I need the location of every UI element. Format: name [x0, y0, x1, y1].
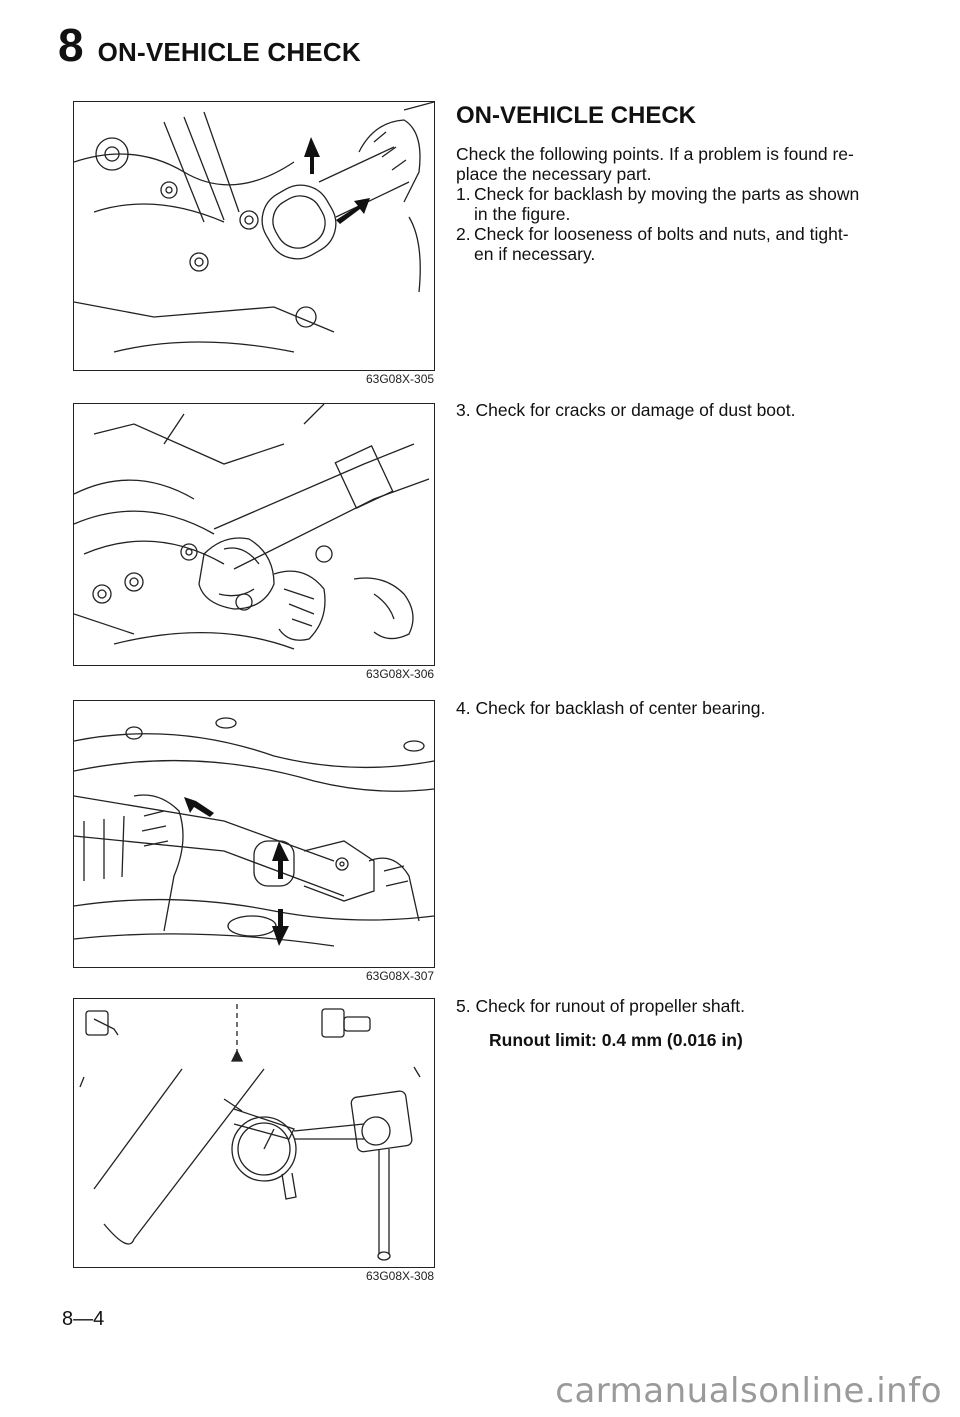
- step-text: Check for cracks or damage of dust boot.: [475, 400, 796, 420]
- step-1: 1.Check for backlash by moving the parts…: [456, 184, 886, 224]
- step-text: Check for backlash by moving the parts a…: [474, 184, 860, 204]
- runout-limit-spec: Runout limit: 0.4 mm (0.016 in): [489, 1030, 743, 1050]
- step-number: 5.: [456, 996, 471, 1016]
- step-2: 2.Check for looseness of bolts and nuts,…: [456, 224, 886, 264]
- chapter-title: ON-VEHICLE CHECK: [97, 37, 361, 67]
- figure-flange-joint-illustration: [74, 102, 434, 353]
- figure-center-bearing: [73, 700, 435, 968]
- step-number: 3.: [456, 400, 471, 420]
- page-header: 8 ON-VEHICLE CHECK: [58, 22, 361, 68]
- step-text-cont: en if necessary.: [474, 244, 596, 264]
- intro-line: place the necessary part.: [456, 164, 652, 184]
- figure-dial-indicator-illustration: [79, 1004, 421, 1261]
- figure-dust-boot-illustration: [74, 404, 430, 650]
- step-text: Check for backlash of center bearing.: [475, 698, 766, 718]
- figure-code: 63G08X-305: [366, 372, 435, 386]
- intro-line: Check the following points. If a problem…: [456, 144, 854, 164]
- figure-flange-joint: [73, 101, 435, 371]
- step-number: 4.: [456, 698, 471, 718]
- figure-center-bearing-illustration: [74, 717, 434, 947]
- step-3: 3. Check for cracks or damage of dust bo…: [456, 400, 886, 420]
- step-5: 5. Check for runout of propeller shaft. …: [456, 996, 886, 1050]
- section-title: ON-VEHICLE CHECK: [456, 102, 697, 129]
- figure-code: 63G08X-307: [366, 969, 435, 983]
- chapter-number: 8: [58, 19, 84, 71]
- watermark: carmanualsonline.info: [555, 1371, 942, 1411]
- figure-code: 63G08X-308: [366, 1269, 435, 1283]
- figure-dial-indicator: [73, 998, 435, 1268]
- step-text-cont: in the figure.: [474, 204, 571, 224]
- step-number: 2.: [456, 224, 471, 244]
- step-number: 1.: [456, 184, 471, 204]
- intro-block: Check the following points. If a problem…: [456, 144, 886, 264]
- figure-dust-boot: [73, 403, 435, 666]
- step-4: 4. Check for backlash of center bearing.: [456, 698, 886, 718]
- page-number: 8—4: [62, 1308, 105, 1330]
- figure-code: 63G08X-306: [366, 667, 435, 681]
- step-text: Check for looseness of bolts and nuts, a…: [474, 224, 849, 244]
- step-text: Check for runout of propeller shaft.: [475, 996, 745, 1016]
